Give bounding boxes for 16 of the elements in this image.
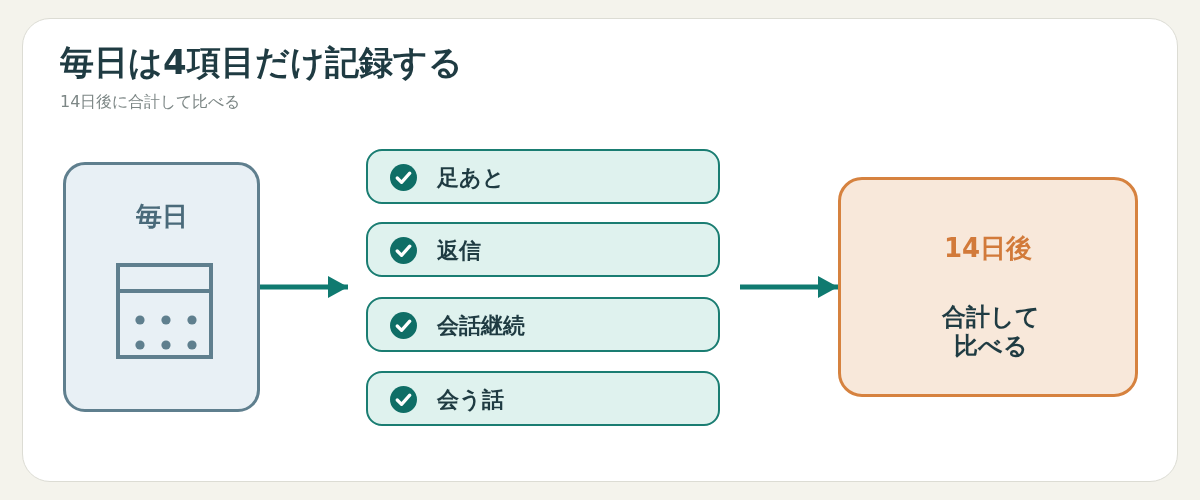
start-box — [63, 162, 260, 412]
item-label: 会う話 — [437, 386, 504, 414]
item-label: 会話継続 — [437, 312, 525, 340]
subtitle: 14日後に合計して比べる — [60, 92, 241, 113]
arrow — [260, 276, 348, 298]
checklist-item — [366, 297, 720, 352]
checklist-item — [366, 149, 720, 204]
diagram-title: 毎日は4項目だけ記録する — [60, 41, 463, 84]
node-body: 合計して比べる — [941, 303, 1041, 361]
checklist-item — [366, 222, 720, 277]
item-label: 返信 — [437, 237, 481, 265]
node-label: 毎日 — [134, 200, 189, 233]
item-label: 足あと — [437, 164, 505, 192]
result-box — [838, 177, 1138, 397]
checklist-item — [366, 371, 720, 426]
node-heading: 14日後 — [942, 232, 1034, 265]
